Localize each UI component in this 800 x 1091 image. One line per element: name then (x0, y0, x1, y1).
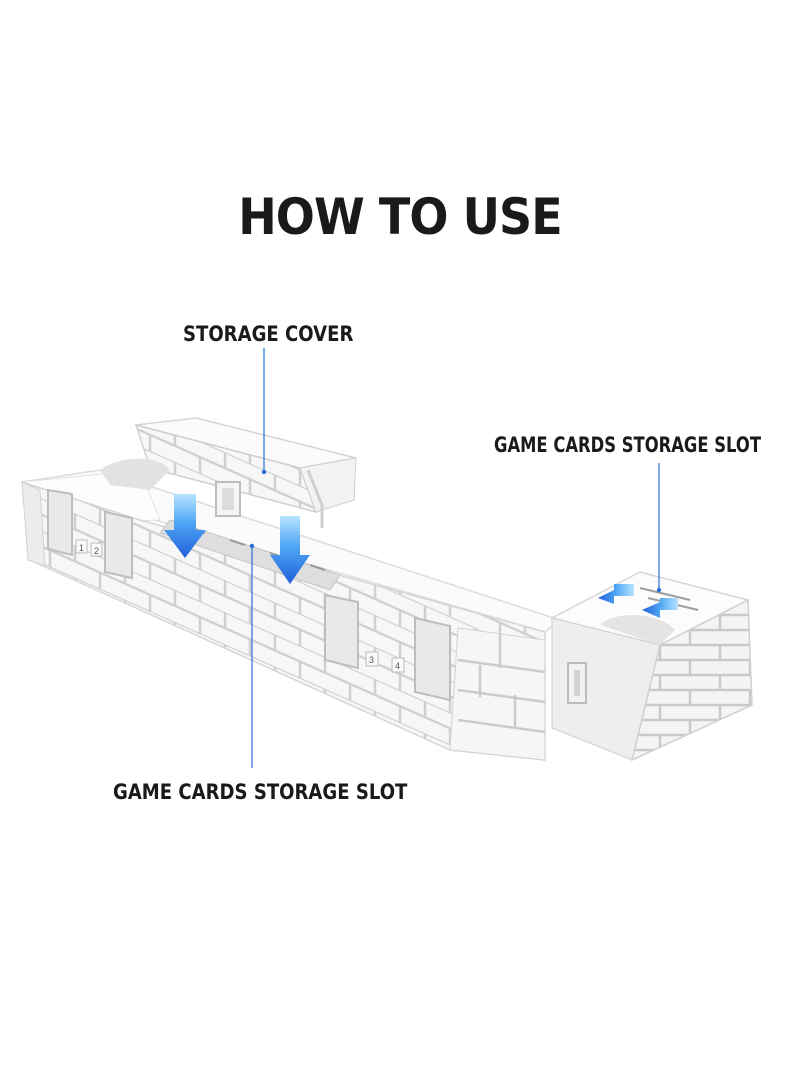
right-slot-label: GAME CARDS STORAGE SLOT (494, 433, 761, 457)
slot-number-2: 2 (94, 546, 99, 556)
insert-arrow-right (270, 516, 310, 584)
controller-slot-4 (414, 616, 451, 702)
long-storage-base: 1 2 3 4 (21, 469, 562, 761)
slot-number-3: 3 (369, 655, 374, 665)
insert-arrow-left (164, 494, 206, 558)
storage-cover-label: STORAGE COVER (183, 322, 354, 346)
slot-number-4: 4 (395, 661, 400, 671)
insert-arrow-block-1 (598, 584, 634, 604)
card-storage-block (549, 571, 753, 762)
controller-slot-2 (104, 510, 133, 580)
insert-arrow-block-2 (642, 598, 678, 618)
storage-cover (100, 417, 357, 528)
bottom-slot-label: GAME CARDS STORAGE SLOT (113, 780, 408, 804)
controller-slot-1 (47, 488, 73, 557)
page-title: HOW TO USE (238, 188, 562, 246)
slot-number-1: 1 (79, 543, 84, 553)
controller-slot-3 (324, 593, 359, 670)
